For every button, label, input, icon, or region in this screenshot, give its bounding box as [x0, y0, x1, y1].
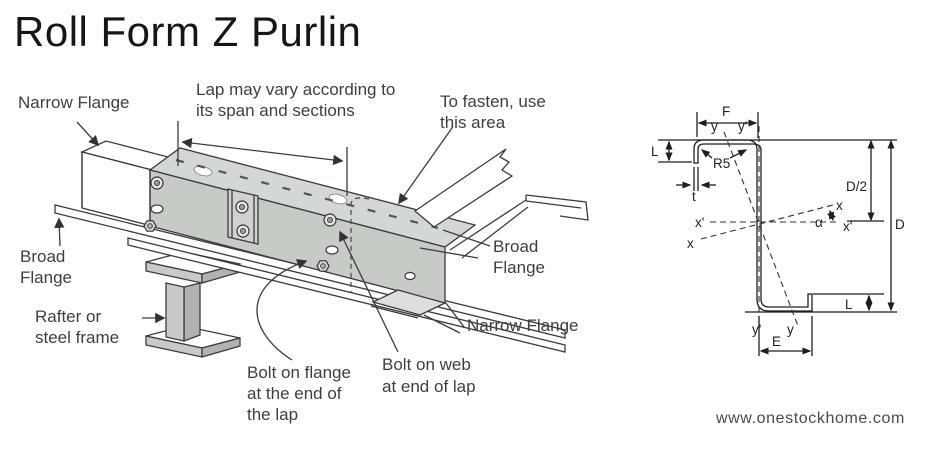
- rafter-ibeam: [145, 251, 241, 358]
- label-broad-flange-left-2: Flange: [20, 268, 72, 287]
- label-rafter-2: steel frame: [35, 328, 119, 347]
- web-bolts: [150, 176, 337, 238]
- z-section-profile: [693, 139, 813, 312]
- cross-section-diagram: F y y' L R5 t x' x x α x' D/2 D L y' y E: [651, 104, 905, 356]
- dim-R5: R5: [713, 156, 730, 171]
- label-broad-flange-right-1: Broad: [493, 237, 538, 256]
- page-title: Roll Form Z Purlin: [14, 8, 361, 55]
- watermark-url: www.onestockhome.com: [715, 410, 905, 427]
- label-fasten-1: To fasten, use: [440, 92, 546, 111]
- punched-slots-row: [175, 158, 439, 230]
- lapping-purlin: [148, 147, 477, 319]
- label-lap-note-1: Lap may vary according to: [196, 80, 395, 99]
- axis-x: [700, 204, 834, 240]
- dim-L-bottom: L: [845, 297, 853, 312]
- flange-bolts: [143, 220, 330, 272]
- dim-F: F: [722, 104, 730, 119]
- label-bolt-web-1: Bolt on web: [382, 355, 471, 374]
- axis-label-x-right: x: [836, 198, 843, 213]
- purlin-narrow-flange-end: [371, 289, 447, 316]
- leader-lines: [54, 121, 491, 361]
- label-fasten-2: this area: [440, 113, 506, 132]
- dim-alpha: α: [815, 215, 823, 230]
- label-bolt-flange-2: at the end of: [247, 384, 342, 403]
- dim-D-half: D/2: [846, 179, 867, 194]
- axis-label-x-prime-left: x': [695, 215, 704, 230]
- axis-label-x-left: x: [687, 236, 694, 251]
- label-lap-note-2: its span and sections: [196, 101, 355, 120]
- label-broad-flange-left-1: Broad: [20, 247, 65, 266]
- axis-y: [723, 131, 799, 327]
- label-narrow-flange-right: Narrow Flange: [467, 316, 579, 335]
- dim-L-top: L: [651, 144, 659, 159]
- hidden-lap-end-line: [350, 197, 370, 292]
- axis-label-y-prime-bottom: y': [752, 322, 761, 337]
- label-narrow-flange-left: Narrow Flange: [18, 93, 130, 112]
- label-bolt-web-2: at end of lap: [382, 377, 476, 396]
- axis-label-y-bottom: y: [787, 322, 794, 337]
- dim-E: E: [772, 334, 781, 349]
- splice-plate: [227, 188, 259, 245]
- label-broad-flange-right-2: Flange: [493, 258, 545, 277]
- iso-assembly-drawing: Narrow Flange Lap may vary according to …: [18, 80, 589, 424]
- dim-D: D: [895, 217, 905, 232]
- lap-dimension: [177, 121, 348, 196]
- label-bolt-flange-3: the lap: [247, 405, 298, 424]
- purlin-continuation-cut: [413, 148, 589, 259]
- dim-t: t: [692, 189, 696, 204]
- label-bolt-flange-1: Bolt on flange: [247, 363, 351, 382]
- bolt-holes: [150, 204, 416, 281]
- label-rafter-1: Rafter or: [35, 307, 101, 326]
- axis-label-x-prime-right: x': [843, 219, 852, 234]
- dim-y-top: y: [711, 119, 718, 134]
- dim-y-prime-top: y': [738, 119, 747, 134]
